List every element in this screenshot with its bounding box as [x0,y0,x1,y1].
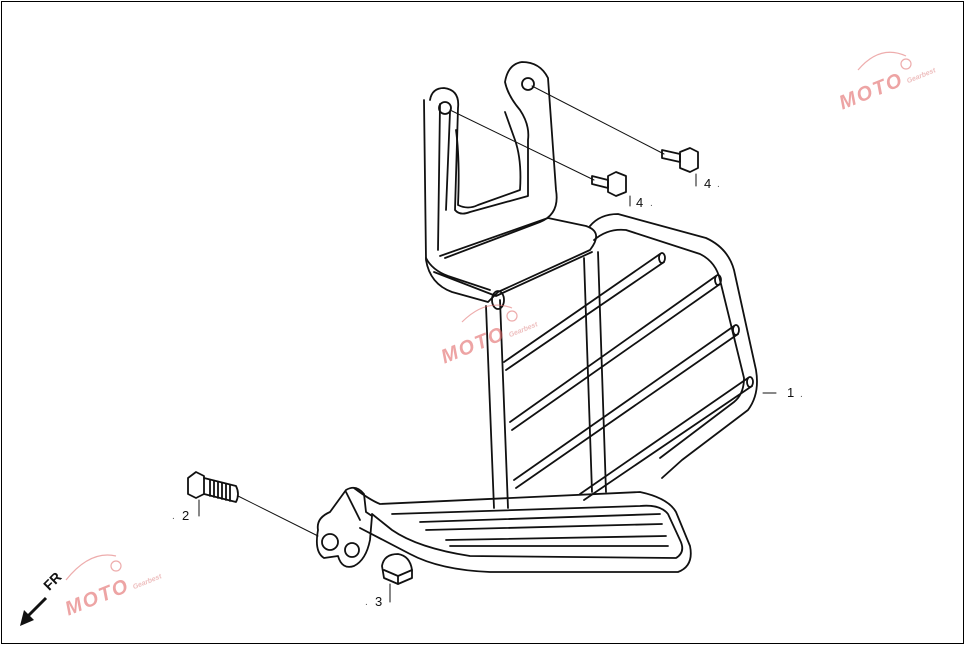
callout-part-4b: 4 [704,176,712,191]
front-mounting-tab [315,486,373,568]
callout-part-2: 2 [182,508,190,523]
callout-dot: . [365,597,368,608]
rack-frame [353,213,758,573]
long-bolt [187,471,319,537]
short-bolts [449,85,699,197]
front-direction-arrow [20,596,48,626]
watermark-swoosh [65,51,912,581]
cap-nut [381,553,413,585]
callout-dot: . [800,389,803,400]
callout-dot: . [650,198,653,209]
upper-mounting-bracket [423,61,597,310]
callout-part-3: 3 [375,594,383,609]
callout-dot: . [717,179,720,190]
callout-dot: . [172,511,175,522]
callout-part-4a: 4 [636,195,644,210]
callout-part-1: 1 [787,385,795,400]
leader-lines [198,173,777,603]
